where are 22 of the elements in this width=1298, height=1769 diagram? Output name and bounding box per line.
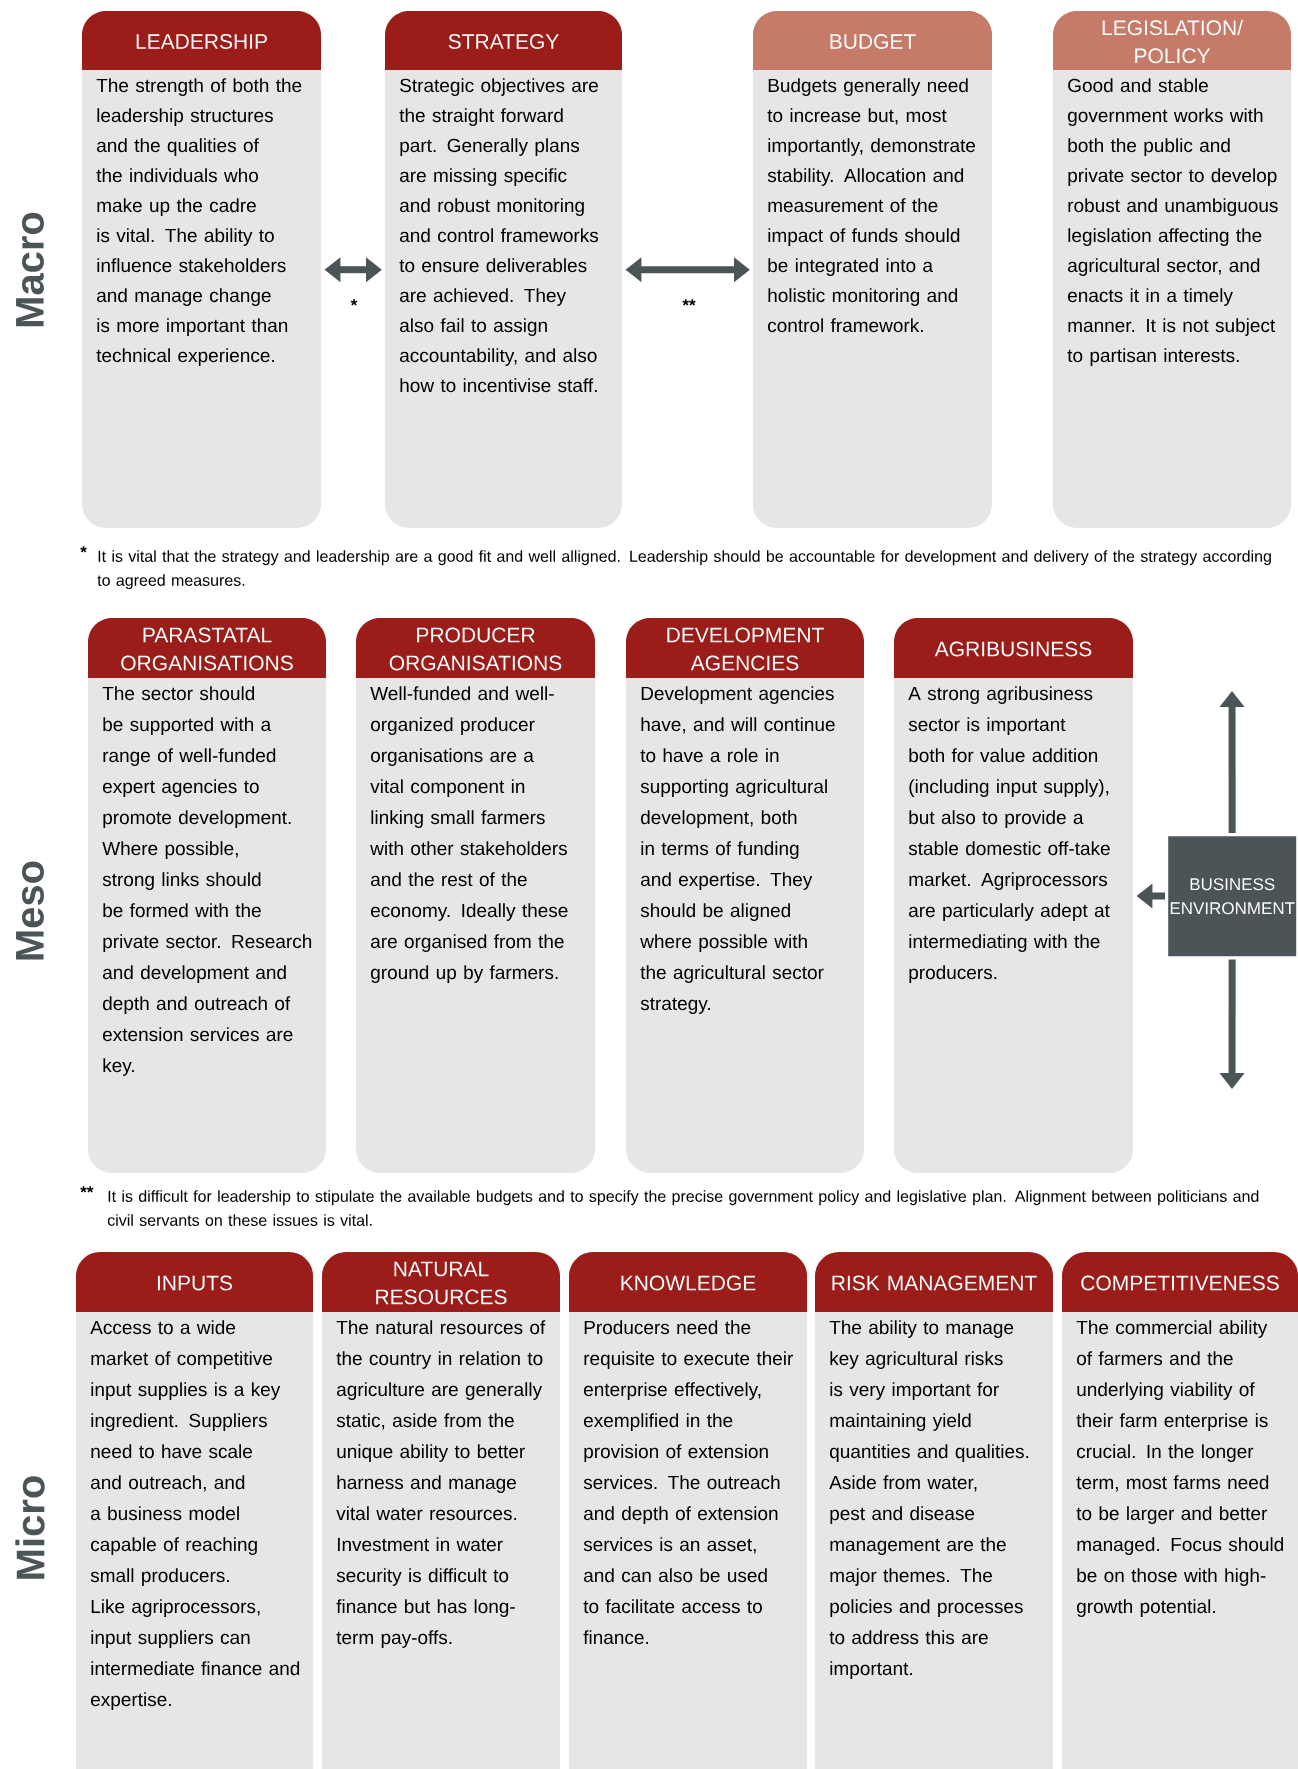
level-label: Meso (16, 861, 44, 960)
footnote: It is difficult for leadership to stipulate the available budgets and to specify the precise government policy and legislative plan. Alignment between politicians and civil servants on these issues is vital. (107, 1190, 1259, 1226)
card: STRATEGY Strategic objectives are the straight forward part. Generally plans are missing specific and robust monitoring and control frameworks to ensure deliverables are achieved. They also fail to assign accountability, and also how to incentivise staff. (385, 11, 622, 528)
footnote-marker: * (80, 546, 87, 553)
card: PARASTATAL ORGANISATIONS The sector should be supported with a range of well-funded expert agencies to promote development. Where possible, strong links should be formed with the private sector. Research and development and depth and outreach of extension services are key. (88, 618, 326, 1173)
card: LEGISLATION/ POLICY Good and stable government works with both the public and private sector to develop robust and unambiguous legislation affecting the agricultural sector, and enacts it in a timely manner. It is not subject to partisan interests. (1053, 11, 1291, 528)
card: AGRIBUSINESS A strong agribusiness sector is important both for value addition (including input supply), but also to provide a stable domestic off-take market. Agriprocessors are particularly adept at intermediating with the producers. (894, 618, 1133, 1173)
card: LEADERSHIP The strength of both the leadership structures and the qualities of the individuals who make up the cadre is vital. The ability to influence stakeholders and manage change is more important than technical experience. (82, 11, 321, 528)
card: BUDGET Budgets generally need to increase but, most importantly, demonstrate stability. Allocation and measurement of the impact of funds should be integrated into a holistic monitoring and control framework. (753, 11, 992, 528)
card: NATURAL RESOURCES The natural resources of the country in relation to agriculture are generally static, aside from the unique ability to better harness and manage vital water resources. Investment in water security is difficult to finance but has long-term pay-offs. (322, 1252, 560, 1769)
environment-box: BUSINESS ENVIRONMENT (1168, 836, 1297, 957)
level-label: Macro (16, 212, 44, 327)
card: RISK MANAGEMENT The ability to manage key agricultural risks is very important for maintaining yield quantities and qualities. Aside from water, pest and disease management are the major themes. The policies and processes to address this are important. (815, 1252, 1053, 1769)
card: DEVELOPMENT AGENCIES Development agencies have, and will continue to have a role in supporting agricultural development, both in terms of funding and expertise. They should be aligned where possible with the agricultural sector strategy. (626, 618, 864, 1173)
footnote: It is vital that the strategy and leadership are a good fit and well alligned. Leadership should be accountable for development and delivery of the strategy according to agreed measures. (97, 550, 1271, 590)
card: COMPETITIVENESS The commercial ability of farmers and the underlying viability of their farm enterprise is crucial. In the longer term, most farms need to be larger and better managed. Focus should be on those with high-growth potential. (1062, 1252, 1298, 1769)
card: INPUTS Access to a wide market of competitive input supplies is a key ingredient. Suppliers need to have scale and outreach, and a business model capable of reaching small producers. Like agriprocessors, input suppliers can intermediate finance and expertise. (76, 1252, 313, 1769)
card: PRODUCER ORGANISATIONS Well-funded and well-organized producer organisations are a vital component in linking small farmers with other stakeholders and the rest of the economy. Ideally these are organised from the ground up by farmers. (356, 618, 595, 1173)
card: KNOWLEDGE Producers need the requisite to execute their enterprise effectively, exemplified in the provision of extension services. The outreach and depth of extension services is an asset, and can also be used to facilitate access to finance. (569, 1252, 807, 1769)
footnote-marker: ** (80, 1186, 94, 1193)
edge-label: * (349, 298, 359, 312)
edge-label: ** (681, 298, 697, 312)
